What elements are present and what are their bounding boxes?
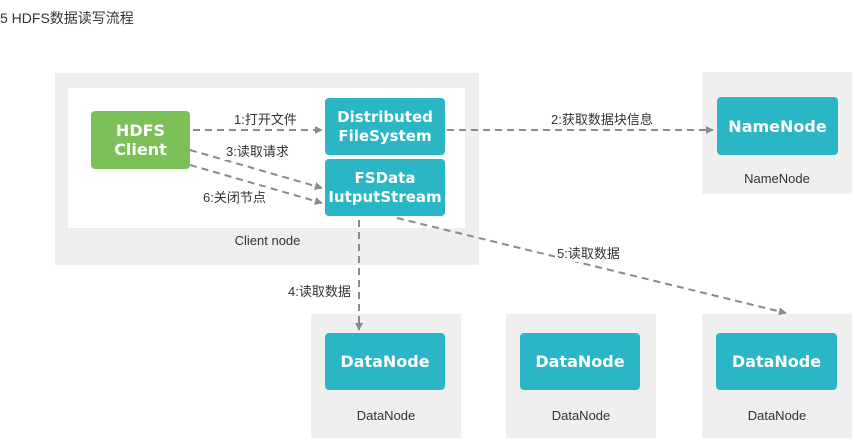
page-title: 5 HDFS数据读写流程 [0, 10, 134, 26]
hdfs-client-box: HDFS Client [91, 111, 190, 169]
namenode-caption: NameNode [744, 171, 810, 186]
label-close-node: 6:关闭节点 [201, 187, 268, 206]
label-get-block-info: 2:获取数据块信息 [549, 109, 655, 128]
datanode-caption-2: DataNode [551, 408, 611, 423]
label-read-data-4: 4:读取数据 [286, 281, 353, 300]
distributed-filesystem-box: Distributed FileSystem [325, 98, 445, 155]
arrow-read-data-5 [396, 217, 787, 316]
datanode-box-2: DataNode [520, 333, 640, 390]
label-read-data-5: 5:读取数据 [555, 243, 622, 262]
client-node-caption: Client node [234, 233, 301, 248]
datanode-box-3: DataNode [716, 333, 837, 390]
datanode-caption-3: DataNode [747, 408, 807, 423]
arrow-read-request [189, 149, 323, 190]
label-read-request: 3:读取请求 [224, 141, 291, 160]
fsdata-inputstream-box: FSData IutputStream [325, 159, 445, 216]
namenode-box: NameNode [717, 97, 838, 155]
arrow-close-node [189, 164, 323, 205]
datanode-box-1: DataNode [325, 333, 445, 390]
label-open-file: 1:打开文件 [232, 109, 299, 128]
datanode-caption-1: DataNode [356, 408, 416, 423]
